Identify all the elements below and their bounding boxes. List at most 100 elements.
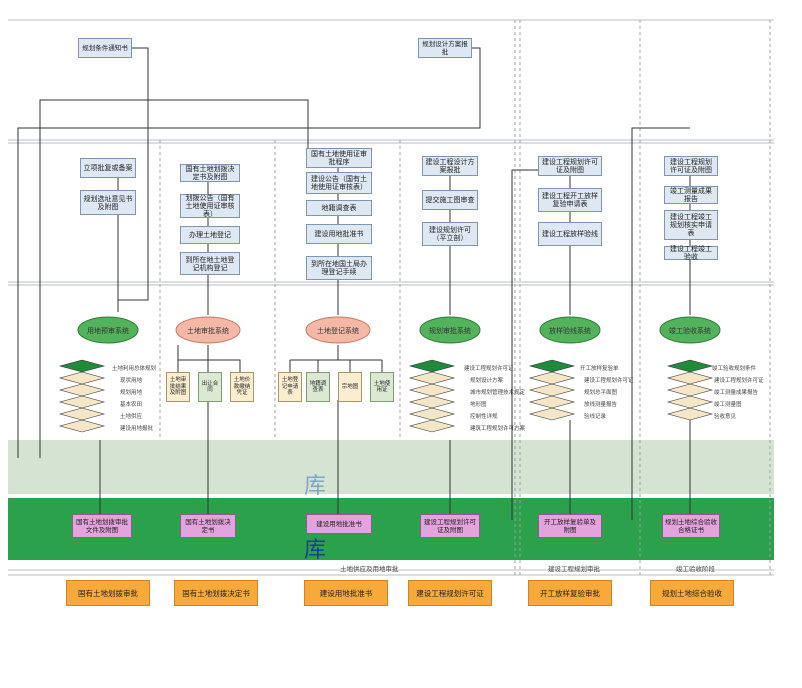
store-label-light: 库 [304,474,327,499]
col1-box-2: 规划选址意见书及附图 [80,190,136,215]
col2-box-2: 划拨公告（国有土地使用证审核表） [180,194,240,218]
top-doc-left: 规划条件通知书 [78,38,132,58]
layer [528,395,576,409]
layer-label: 建设用地报批 [120,426,154,432]
col2-box-4: 到所在地土地登记机构登记 [180,252,240,275]
layer-label: 验收意见 [714,414,737,420]
layer-top [528,359,576,373]
doc-icon: 土地审批结果及附图 [166,372,190,402]
col3-box-5: 到所在地国土局办理登记手续 [306,256,372,280]
layer-label: 建设工程规划许可证 [464,366,514,372]
layer-label: 验线记录 [584,414,607,420]
col2-box-3: 办理土地登记 [180,226,240,244]
col2-box-1: 国有土地划拨决定书及附图 [180,164,240,182]
connectors [17,47,691,520]
doc-icon: 土地使用证 [370,372,394,402]
layer-label: 规划总平面图 [584,390,618,396]
grid-lines [8,19,774,576]
col4-box-2: 提交施工图审查 [422,190,478,210]
cloud-system-2 [175,316,241,344]
layer [666,395,714,409]
layer-top [408,359,456,373]
layer [58,395,106,409]
cloud-system-3 [305,316,371,344]
col5-box-1: 建设工程规划许可证及附图 [538,156,602,176]
doc-icon: 宗地图 [338,372,362,402]
cert-doc-1: 国有土地划拨审批文件及附图 [72,514,132,538]
layer [666,407,714,421]
layer-label: 建筑工程规划许可方案 [470,426,526,432]
cloud-system-5 [539,316,601,344]
doc-icon: 出让合同 [198,372,222,402]
col1-box-1: 立项批复或备案 [80,158,136,178]
layer [528,407,576,421]
layer [408,407,456,421]
layer-label: 城市规划管理技术规定 [470,390,526,396]
phase-label-2: 建设工程规划审批 [548,565,600,573]
layer-label: 建设工程规划许可证 [714,378,764,384]
layer-label: 土地供应 [120,414,143,420]
col6-box-4: 建设工程竣工验收 [664,245,718,261]
layer [666,371,714,385]
col3-box-4: 建设用地批准书 [306,224,372,244]
col5-box-2: 建设工程开工放样复验申请表 [538,188,602,212]
layer [58,419,106,433]
col3-box-1: 国有土地使用证审批程序 [306,148,372,168]
col6-box-1: 建设工程规划许可证及附图 [664,156,718,176]
cloud-system-1 [77,316,139,344]
col4-box-3: 建设规划许可（平立剖） [422,222,478,246]
layer-top [58,359,106,373]
layer-label: 竣工测量图 [714,402,742,408]
cert-doc-6: 规划土地综合验收合格证书 [662,514,720,538]
layer [666,383,714,397]
layer [408,383,456,397]
layer-label: 土地利用总体规划 [112,366,157,372]
bottom-button-3[interactable]: 建设用地批准书 [304,580,388,606]
doc-icon: 地籍调查表 [306,372,330,402]
layer-label: 基本农田 [120,402,143,408]
doc-icon: 土地价款缴纳凭证 [230,372,254,402]
system-label-2: 土地审批系统 [187,327,229,335]
store-label-dark: 库 [304,538,327,563]
layer-label: 建设工程规划许可证 [584,378,634,384]
bottom-button-2[interactable]: 国有土地划拨决定书 [174,580,258,606]
lane-dividers [159,20,771,575]
layer [408,395,456,409]
phase-label-3: 竣工验收阶段 [676,565,715,573]
layer-top [666,359,714,373]
layer-label: 规划用地 [120,390,143,396]
bottom-button-6[interactable]: 规划土地综合验收 [650,580,734,606]
layer-label: 竣工测量成果报告 [714,390,759,396]
cert-doc-3: 建设用地批准书 [306,514,372,534]
system-label-5: 放样验线系统 [549,327,591,335]
bottom-button-4[interactable]: 建设工程规划许可证 [408,580,492,606]
bottom-button-1[interactable]: 国有土地划拨审批 [66,580,150,606]
layer [528,383,576,397]
phase-label-1: 土地供应及用地审批 [340,565,399,573]
layer-label: 开工放样复验单 [580,366,619,372]
col5-box-3: 建设工程放样验线 [538,222,602,246]
top-doc-right: 规划设计方案报批 [418,38,472,58]
col6-box-2: 竣工测量成果报告 [664,186,718,204]
col3-box-2: 建设公告（国有土地使用证审核表） [306,172,372,194]
cloud-system-6 [659,316,721,344]
layer-label: 竣工验收规划条件 [712,366,757,372]
system-label-6: 竣工验收系统 [669,327,711,335]
layer [58,371,106,385]
bottom-button-5[interactable]: 开工放样复验审批 [528,580,612,606]
layer-label: 地形图 [470,402,487,408]
system-clouds [77,316,721,344]
cloud-system-4 [419,316,481,344]
system-label-1: 用地预审系统 [87,327,129,335]
layer [408,419,456,433]
doc-icon: 土地登记申请表 [278,372,302,402]
col3-box-3: 地籍调查表 [306,200,372,216]
layer-label: 规划设计方案 [470,378,504,384]
layer-stacks [58,359,714,433]
system-label-3: 土地登记系统 [317,327,359,335]
layer [528,371,576,385]
database-band-dark [8,498,774,560]
col4-box-1: 建设工程设计方案报批 [422,156,478,176]
